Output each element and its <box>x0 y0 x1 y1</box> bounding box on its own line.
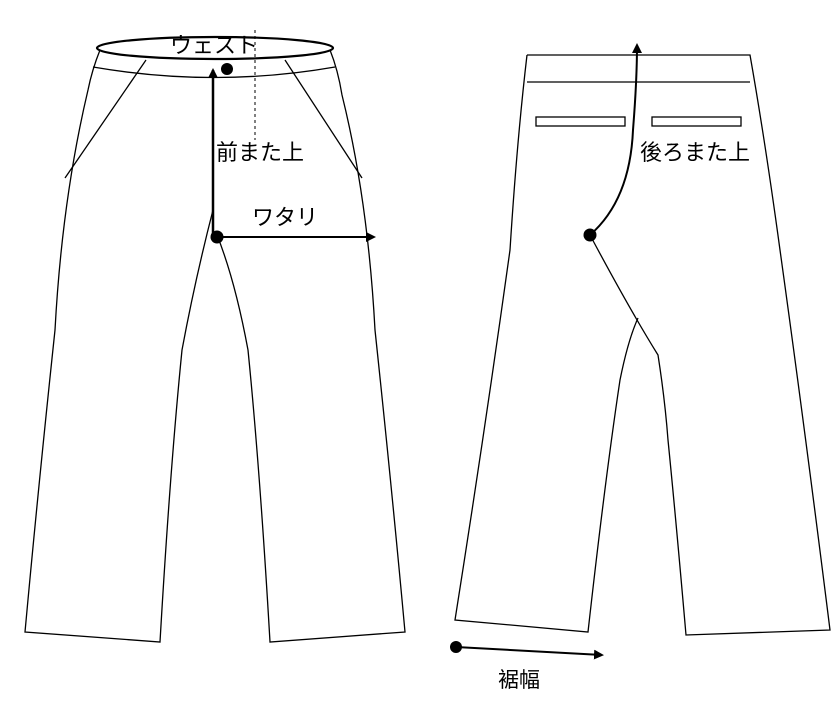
waist-point-dot <box>221 63 233 75</box>
front-rise-label: 前また上 <box>216 141 305 166</box>
back-rise-arrow <box>589 43 642 236</box>
back-pants-outline <box>454 54 831 636</box>
back-rise-label: 後ろまた上 <box>640 141 751 166</box>
thigh-width-label: ワタリ <box>252 206 319 231</box>
hem-point-dot <box>450 641 462 653</box>
hem-width-arrow <box>455 646 604 660</box>
crotch-point-dot <box>210 230 224 244</box>
hem-width-label: 裾幅 <box>498 668 540 692</box>
waist-label: ウェスト <box>170 34 259 59</box>
waist-ellipse <box>95 35 335 61</box>
back-crotch-dot <box>583 228 597 242</box>
front-pants-outline <box>24 30 406 643</box>
